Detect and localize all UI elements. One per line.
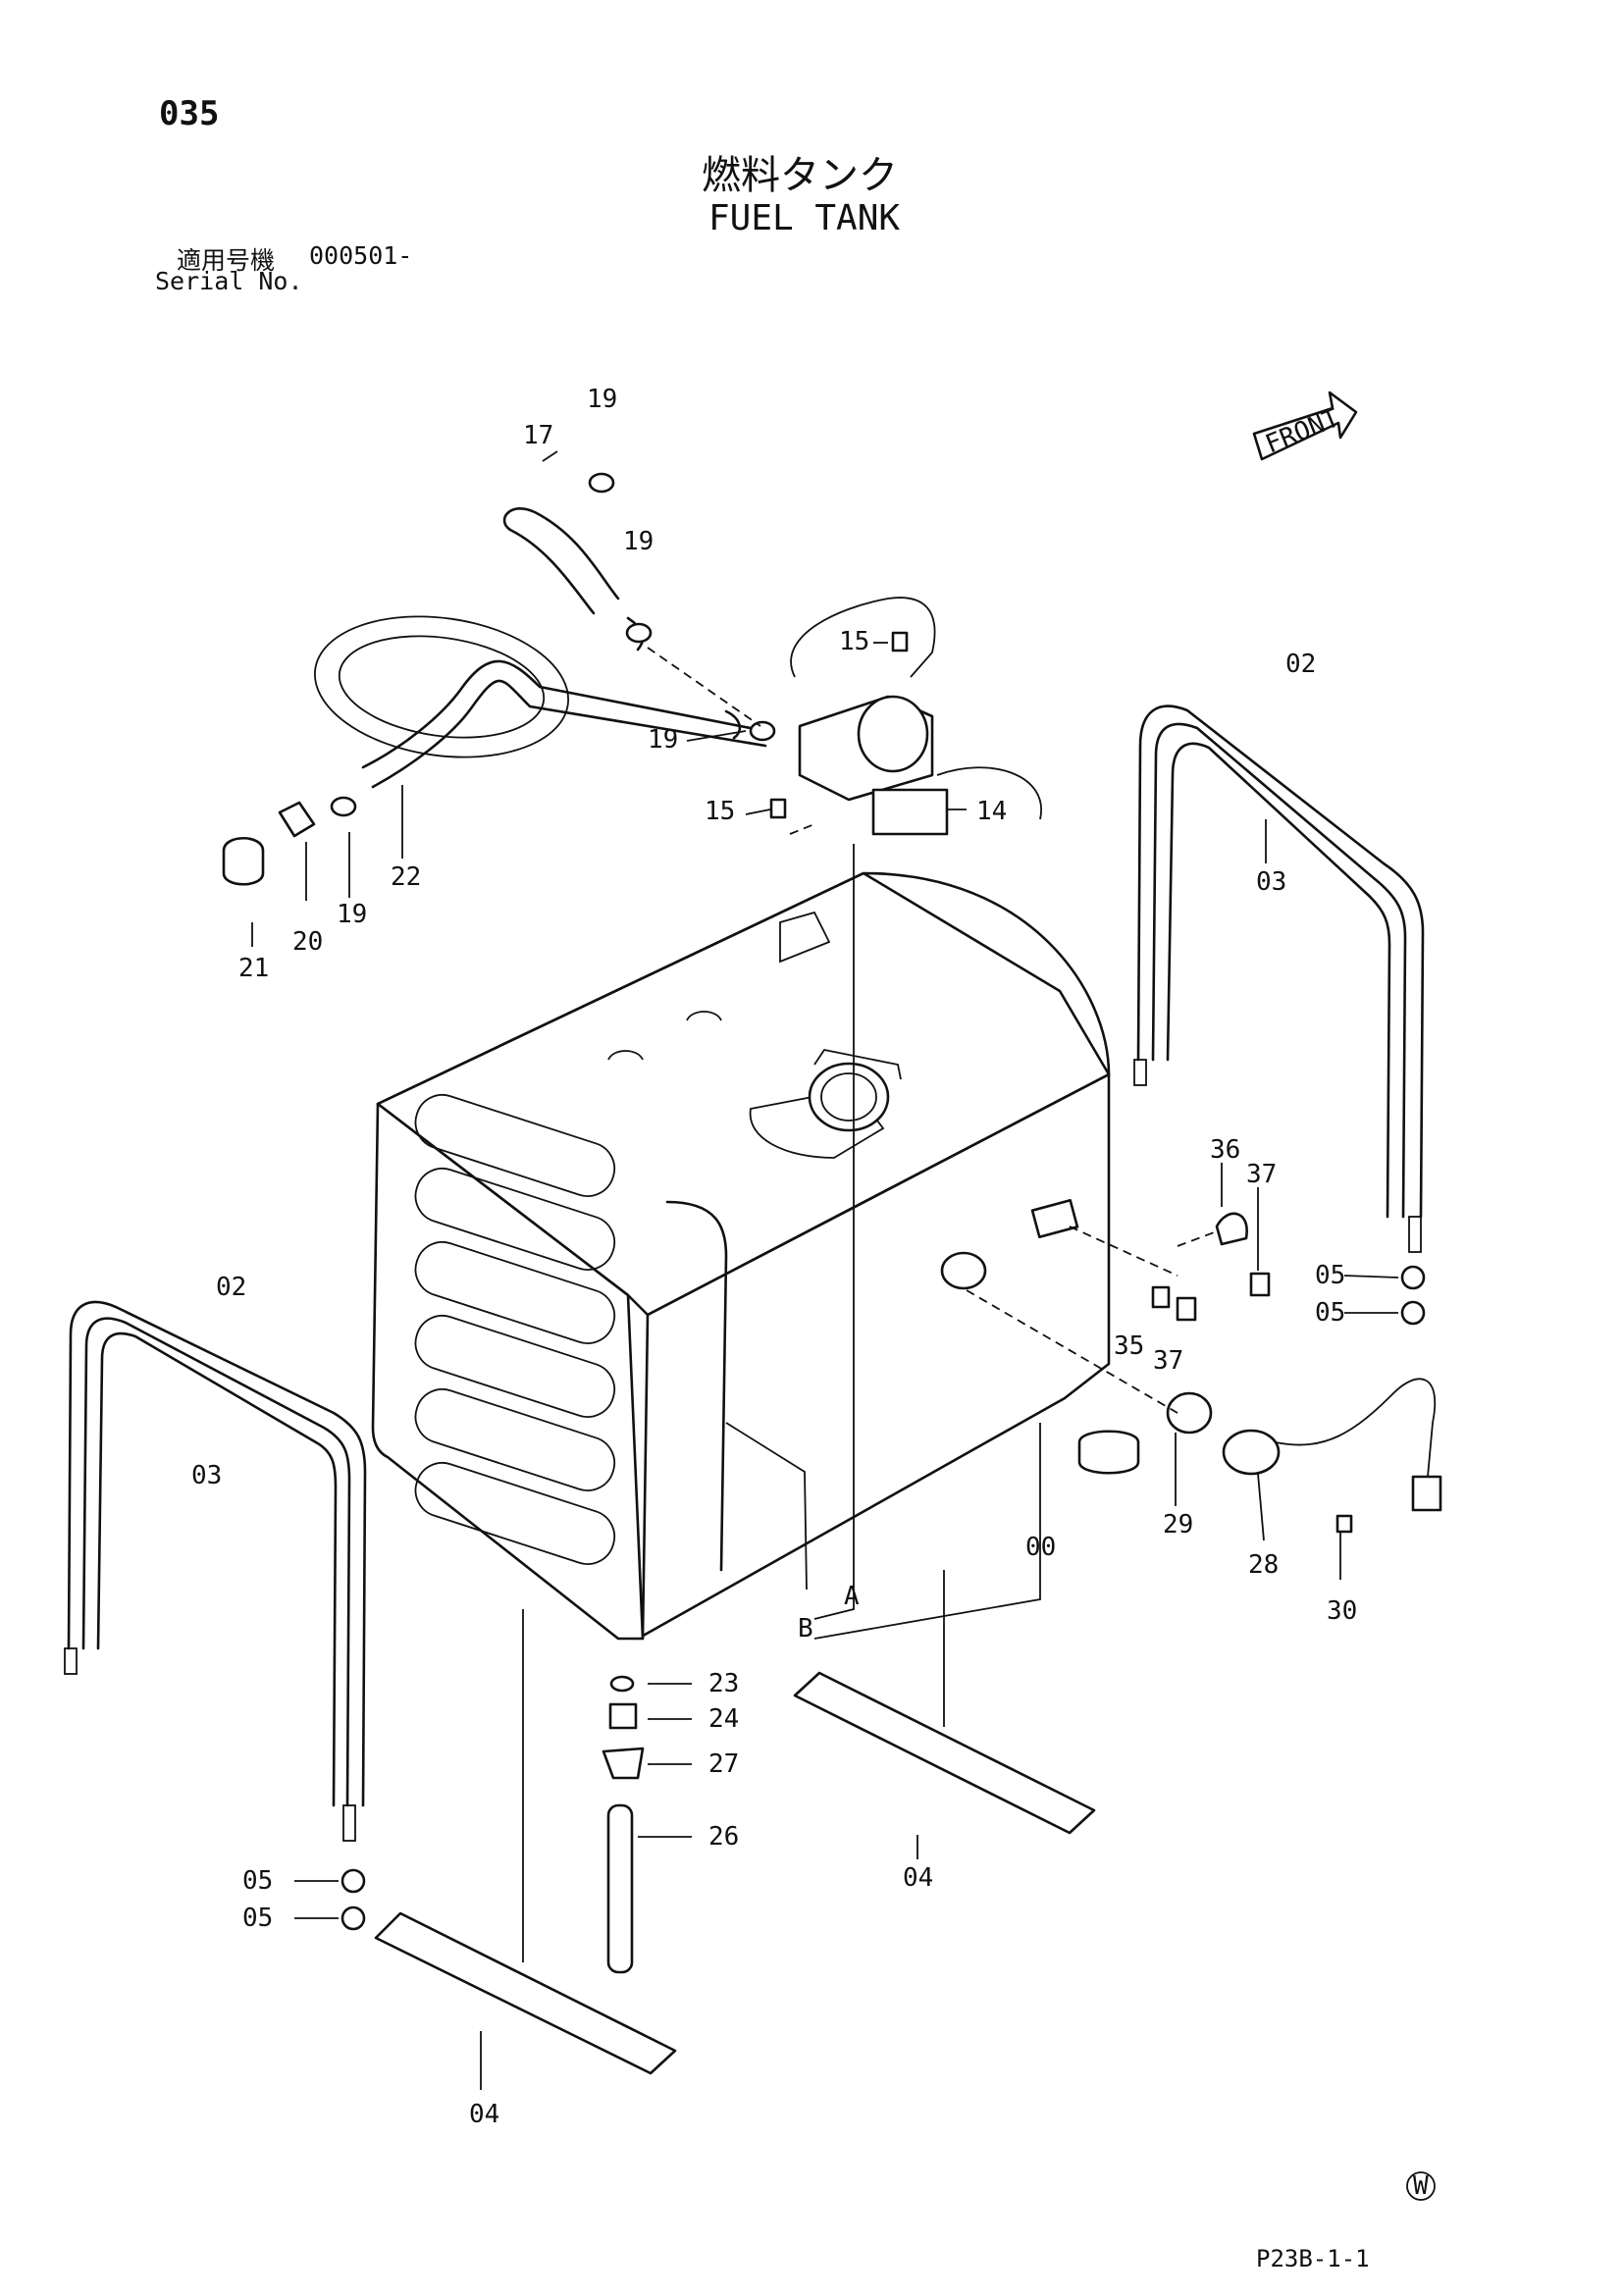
rubber-pad-right: [793, 1671, 1096, 1835]
callout-05: 05: [1315, 1261, 1345, 1290]
callout-14: 14: [976, 797, 1007, 826]
hose-clamp: [749, 720, 776, 742]
tank-ribs: [414, 1093, 616, 1565]
serial-label-japanese: 適用号機: [177, 246, 276, 275]
drain-assembly: [602, 1675, 645, 1974]
callout-19: 19: [623, 527, 654, 556]
nut: [1400, 1265, 1426, 1290]
bolt: [1249, 1272, 1271, 1297]
serial-label-english: Serial No.: [155, 267, 303, 295]
callout-15: 15: [839, 627, 869, 656]
hose-clamp: [330, 796, 357, 817]
nut: [1400, 1300, 1426, 1326]
refuel-pump: [790, 597, 1042, 836]
callout-23: 23: [708, 1669, 739, 1698]
rubber-pad-left: [374, 1911, 677, 2075]
callout-03: 03: [1256, 867, 1286, 897]
hose-clamp: [625, 622, 653, 644]
callout-24: 24: [708, 1704, 739, 1734]
callout-35: 35: [1114, 1331, 1144, 1361]
callout-05: 05: [242, 1904, 273, 1933]
callout-04: 04: [469, 2100, 499, 2129]
callout-00: 00: [1025, 1533, 1056, 1562]
callout-05: 05: [242, 1866, 273, 1896]
page-title-japanese: 燃料タンク: [702, 153, 898, 198]
hose-fitting: [278, 801, 316, 838]
callout-30: 30: [1327, 1596, 1357, 1626]
callout-19: 19: [337, 900, 367, 929]
callout-b: B: [798, 1614, 813, 1644]
drawing-code: P23B-1-1: [1256, 2245, 1370, 2272]
maker-mark-icon: W: [1406, 2171, 1436, 2201]
tank-band-right: [1133, 704, 1425, 1253]
callout-28: 28: [1248, 1550, 1279, 1580]
callout-26: 26: [708, 1822, 739, 1852]
fuel-level-sender: [1077, 1378, 1442, 1534]
hose-clamp: [588, 472, 615, 494]
bolt: [1176, 1296, 1197, 1322]
callout-03: 03: [191, 1461, 222, 1490]
clip: [1215, 1212, 1248, 1246]
callout-19: 19: [587, 385, 617, 414]
page-number: 035: [159, 94, 220, 133]
hose-cap: [222, 837, 265, 886]
callout-29: 29: [1163, 1510, 1193, 1539]
front-label: FRONT: [1261, 403, 1343, 459]
fuel-hose-assembly: [313, 506, 767, 789]
tank-band-left: [64, 1300, 367, 1842]
callout-02: 02: [1285, 650, 1316, 679]
page-title-english: FUEL TANK: [708, 198, 901, 238]
callout-19: 19: [648, 725, 678, 755]
callout-02: 02: [216, 1273, 246, 1302]
callout-a: A: [844, 1582, 860, 1611]
callout-37: 37: [1246, 1160, 1277, 1189]
fuel-tank: [371, 871, 1111, 1641]
callout-17: 17: [523, 421, 553, 450]
nut: [340, 1868, 366, 1894]
callout-15: 15: [705, 797, 735, 826]
bolt: [891, 631, 909, 652]
callout-36: 36: [1210, 1135, 1240, 1165]
bolt: [769, 798, 787, 819]
callout-27: 27: [708, 1749, 739, 1779]
callout-37: 37: [1153, 1346, 1183, 1376]
svg-text:W: W: [1413, 2171, 1429, 2201]
callout-05: 05: [1315, 1298, 1345, 1328]
serial-value: 000501-: [309, 241, 413, 270]
sender-port: [940, 1251, 987, 1290]
callout-22: 22: [391, 862, 421, 892]
callout-20: 20: [292, 927, 323, 957]
callout-04: 04: [903, 1863, 933, 1893]
front-direction-marker: FRONT: [1252, 391, 1358, 461]
callout-21: 21: [238, 954, 269, 983]
nut: [340, 1905, 366, 1931]
clip: [1151, 1285, 1171, 1309]
